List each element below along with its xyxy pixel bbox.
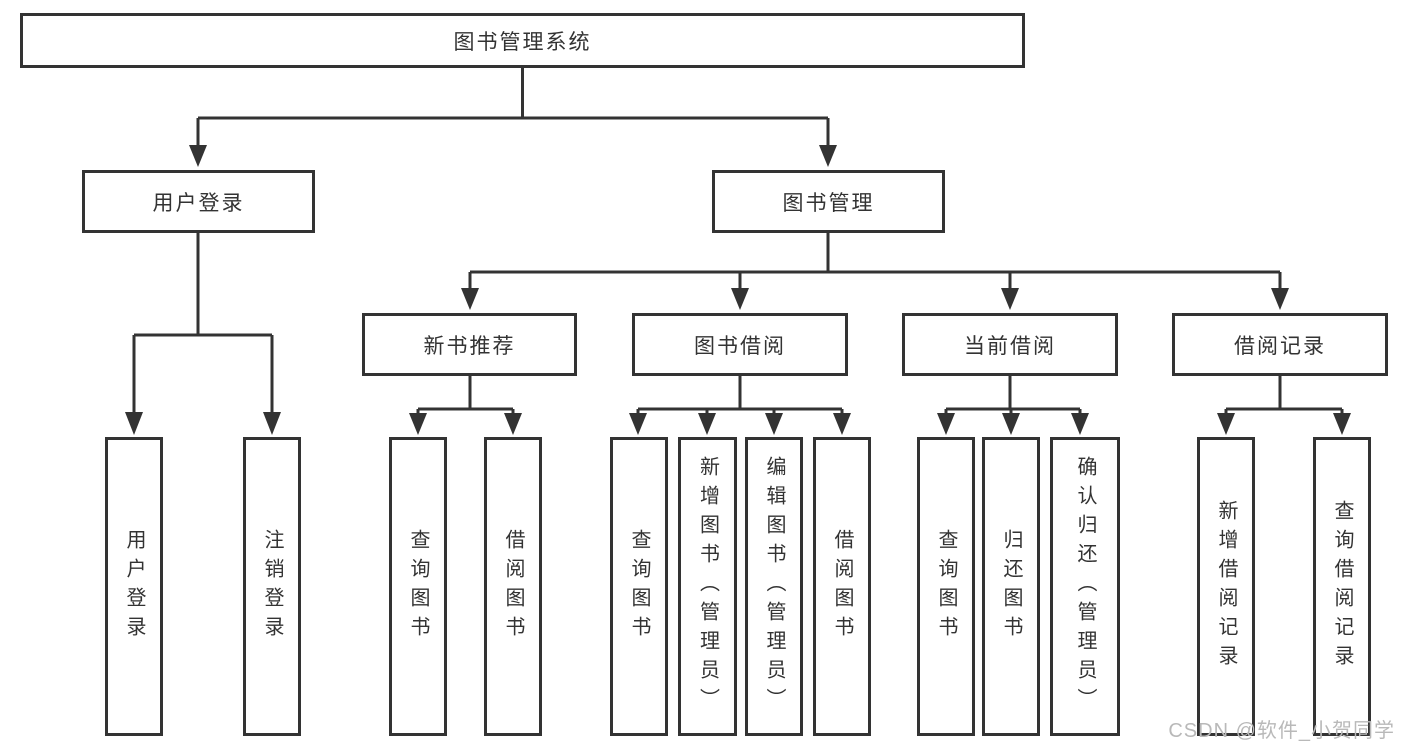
connector-current-borrow — [944, 376, 1082, 414]
connector-user-login — [132, 233, 274, 413]
csdn-watermark: CSDN @软件_小贺同学 — [1168, 720, 1395, 742]
connector-book-borrow — [636, 376, 844, 414]
node-book-borrow-label: 图书借阅 — [694, 334, 786, 358]
connector-root — [196, 68, 830, 146]
node-book-management: 图书管理 — [712, 170, 945, 233]
node-current-borrow: 当前借阅 — [902, 313, 1118, 376]
connector-new-book-recommend — [416, 376, 515, 414]
node-user-login: 用户登录 — [82, 170, 315, 233]
leaf-edit-books-admin: 编辑图书（管理员） — [745, 437, 803, 736]
node-borrow-records: 借阅记录 — [1172, 313, 1388, 376]
leaf-query-borrow-record-label: 查询借阅记录 — [1331, 499, 1353, 674]
connector-book-management — [468, 233, 1282, 289]
leaf-user-login-label: 用户登录 — [123, 528, 145, 645]
node-new-book-recommend-label: 新书推荐 — [423, 334, 516, 358]
leaf-query-borrow-record: 查询借阅记录 — [1313, 437, 1371, 736]
node-current-borrow-label: 当前借阅 — [964, 334, 1056, 358]
leaf-confirm-return-admin: 确认归还（管理员） — [1050, 437, 1120, 736]
leaf-query-books-borrow-label: 查询图书 — [628, 528, 650, 645]
leaf-confirm-return-admin-label: 确认归还（管理员） — [1074, 456, 1096, 717]
leaf-query-books-recommend: 查询图书 — [389, 437, 447, 736]
node-book-borrow: 图书借阅 — [632, 313, 848, 376]
connector-borrow-records — [1224, 376, 1344, 414]
leaf-borrow-books-recommend: 借阅图书 — [484, 437, 542, 736]
node-root: 图书管理系统 — [20, 13, 1025, 68]
leaf-query-books-current: 查询图书 — [917, 437, 975, 736]
leaf-logout: 注销登录 — [243, 437, 301, 736]
leaf-add-borrow-record-label: 新增借阅记录 — [1215, 499, 1237, 674]
leaf-borrow-books: 借阅图书 — [813, 437, 871, 736]
node-user-login-label: 用户登录 — [152, 191, 245, 215]
node-book-management-label: 图书管理 — [782, 191, 875, 215]
leaf-borrow-books-recommend-label: 借阅图书 — [502, 528, 524, 645]
leaf-return-books: 归还图书 — [982, 437, 1040, 736]
node-borrow-records-label: 借阅记录 — [1234, 334, 1326, 358]
leaf-logout-label: 注销登录 — [261, 528, 283, 645]
leaf-query-books-borrow: 查询图书 — [610, 437, 668, 736]
leaf-add-books-admin: 新增图书（管理员） — [678, 437, 737, 736]
arrowheads — [125, 145, 1351, 435]
leaf-add-borrow-record: 新增借阅记录 — [1197, 437, 1255, 736]
leaf-query-books-current-label: 查询图书 — [935, 528, 957, 645]
leaf-return-books-label: 归还图书 — [1000, 528, 1022, 645]
leaf-edit-books-admin-label: 编辑图书（管理员） — [763, 456, 785, 717]
leaf-borrow-books-label: 借阅图书 — [831, 528, 853, 645]
leaf-user-login: 用户登录 — [105, 437, 163, 736]
leaf-query-books-recommend-label: 查询图书 — [407, 528, 429, 645]
leaf-add-books-admin-label: 新增图书（管理员） — [696, 456, 719, 717]
node-new-book-recommend: 新书推荐 — [362, 313, 577, 376]
node-root-label: 图书管理系统 — [453, 30, 592, 54]
connector-paths — [132, 68, 1344, 414]
